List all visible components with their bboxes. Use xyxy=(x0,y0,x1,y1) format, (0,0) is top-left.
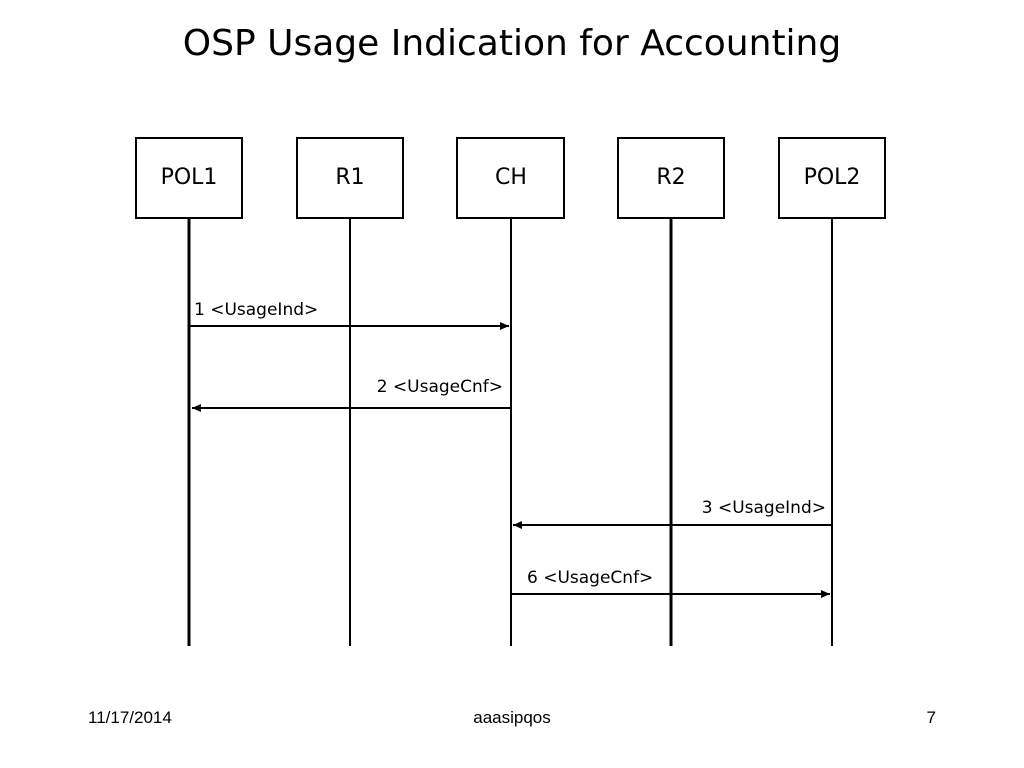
participant-pol2: POL2 xyxy=(778,137,886,219)
message-label-3: 3 <UsageInd> xyxy=(702,498,826,518)
participant-r2: R2 xyxy=(617,137,725,219)
participant-label-pol2: POL2 xyxy=(804,165,861,190)
footer-date: 11/17/2014 xyxy=(88,708,172,727)
message-1: 1 <UsageInd> xyxy=(190,300,509,330)
message-6: 6 <UsageCnf> xyxy=(512,568,830,598)
page-number: 7 xyxy=(926,708,936,727)
message-2: 2 <UsageCnf> xyxy=(192,377,510,412)
message-label-2: 2 <UsageCnf> xyxy=(377,377,503,397)
participant-label-r1: R1 xyxy=(335,165,364,190)
participant-label-ch: CH xyxy=(495,165,527,190)
participant-pol1: POL1 xyxy=(135,137,243,219)
participant-r1: R1 xyxy=(296,137,404,219)
participant-label-pol1: POL1 xyxy=(161,165,218,190)
participant-label-r2: R2 xyxy=(656,165,685,190)
message-label-1: 1 <UsageInd> xyxy=(194,300,318,320)
slide-title: OSP Usage Indication for Accounting xyxy=(182,23,842,64)
footer-name: aaasipqos xyxy=(473,708,551,727)
message-3: 3 <UsageInd> xyxy=(513,498,831,529)
participant-ch: CH xyxy=(456,137,565,219)
message-label-6: 6 <UsageCnf> xyxy=(527,568,653,588)
